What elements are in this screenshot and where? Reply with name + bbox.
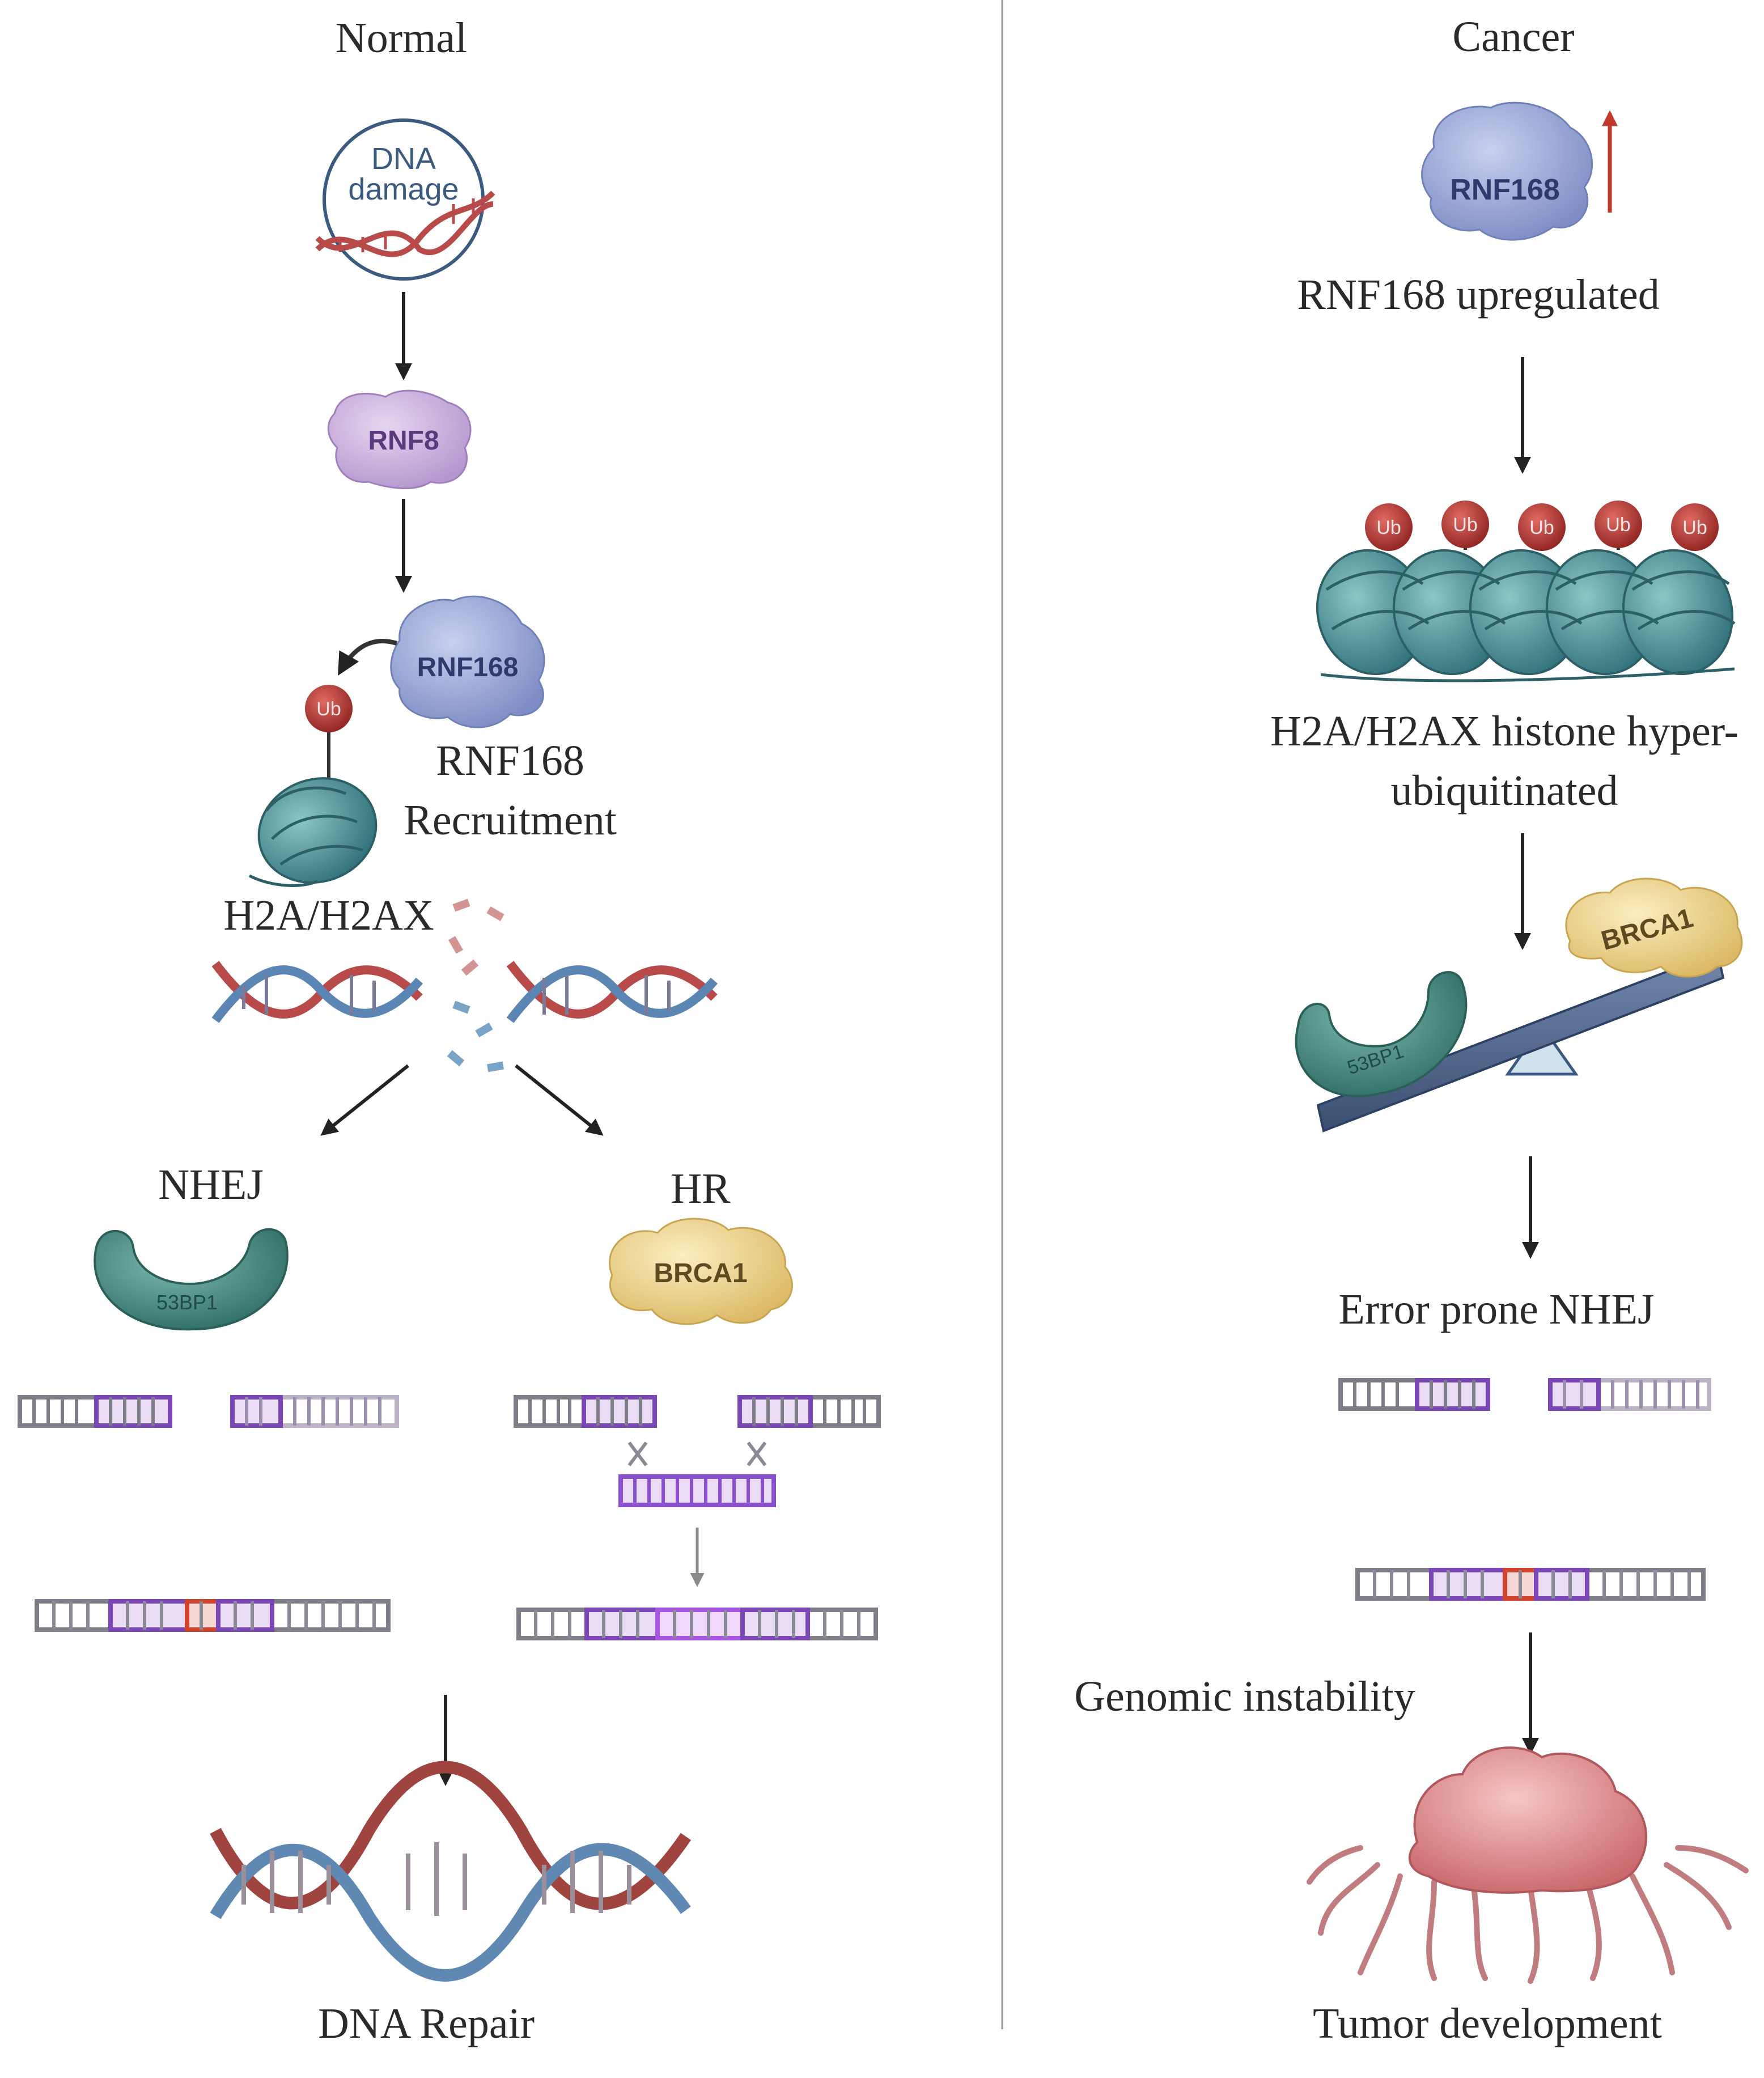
rnf168-label: RNF168 bbox=[417, 652, 519, 682]
ub-label: Ub bbox=[316, 698, 341, 720]
tumor-development-label: Tumor development bbox=[1313, 2000, 1662, 2047]
dna-damage-icon: DNA damage bbox=[315, 118, 495, 281]
tumor-icon bbox=[1307, 1746, 1749, 1984]
error-prone-nhej-label: Error prone NHEJ bbox=[1338, 1286, 1654, 1333]
cancer-title: Cancer bbox=[1452, 13, 1574, 61]
rnf168-upregulated-label: RNF168 upregulated bbox=[1297, 271, 1660, 319]
nhej-label: NHEJ bbox=[158, 1161, 264, 1208]
cancer-misjoined-dna bbox=[1355, 1568, 1706, 1601]
ub-label-3: Ub bbox=[1529, 517, 1554, 538]
arrow-to-hr bbox=[515, 1064, 604, 1136]
nucleosome-icon bbox=[248, 731, 378, 887]
ub-chain-icons: Ub Ub Ub Ub Ub bbox=[1365, 501, 1719, 551]
rnf168-upregulated-protein: RNF168 bbox=[1421, 101, 1593, 241]
brca1-protein: BRCA1 bbox=[609, 1218, 793, 1325]
seesaw-balance-icon: 53BP1 BRCA1 bbox=[1295, 877, 1743, 1133]
dna-damage-label-line2: damage bbox=[348, 172, 459, 206]
dna-damage-label-line1: DNA bbox=[371, 142, 436, 176]
nhej-joined-dna bbox=[35, 1599, 391, 1632]
brca1-label: BRCA1 bbox=[654, 1258, 747, 1288]
rnf168-protein: RNF168 bbox=[390, 595, 545, 728]
53bp1-label: 53BP1 bbox=[156, 1291, 218, 1314]
hr-label: HR bbox=[671, 1165, 731, 1212]
ub-label-1: Ub bbox=[1376, 517, 1401, 538]
ub-label-4: Ub bbox=[1606, 514, 1630, 536]
53bp1-protein: 53BP1 bbox=[94, 1228, 289, 1331]
hyperubiquitination-label-line1: H2A/H2AX histone hyper- bbox=[1270, 707, 1738, 755]
hr-dna-ends bbox=[514, 1395, 881, 1507]
histone-label: H2A/H2AX bbox=[223, 892, 434, 939]
rnf168-cancer-label: RNF168 bbox=[1450, 173, 1560, 206]
arrow-rnf168-to-ub bbox=[338, 639, 398, 676]
ub-label-5: Ub bbox=[1682, 517, 1707, 538]
cancer-dna-ends bbox=[1338, 1378, 1711, 1411]
recruitment-label-line2: Recruitment bbox=[404, 796, 617, 844]
ub-label-2: Ub bbox=[1453, 514, 1477, 536]
genomic-instability-label: Genomic instability bbox=[1074, 1673, 1415, 1720]
ub-icon: Ub bbox=[305, 685, 353, 732]
dna-repair-label: DNA Repair bbox=[318, 2000, 535, 2047]
arrow-to-nhej bbox=[320, 1064, 409, 1136]
hyperubiquitination-label-line2: ubiquitinated bbox=[1390, 767, 1618, 815]
broken-dna-icon bbox=[211, 898, 718, 1072]
nhej-dna-ends bbox=[18, 1395, 399, 1428]
nucleosome-array-icon bbox=[1316, 549, 1736, 682]
recruitment-label-line1: RNF168 bbox=[436, 737, 584, 784]
rnf8-protein: RNF8 bbox=[327, 389, 472, 489]
normal-title: Normal bbox=[336, 14, 467, 62]
rnf8-label: RNF8 bbox=[368, 426, 439, 456]
hr-repaired-dna bbox=[516, 1608, 878, 1640]
repaired-dna-helix bbox=[210, 1761, 692, 1982]
